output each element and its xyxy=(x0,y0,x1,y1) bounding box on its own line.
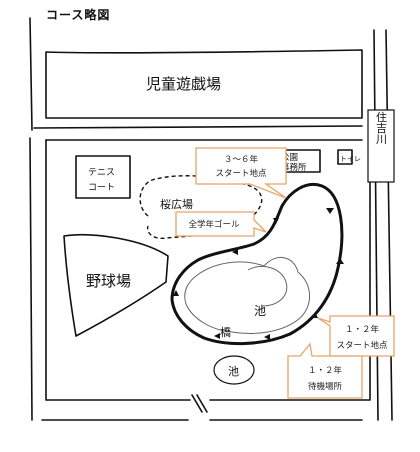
callout-goal: 全学年ゴール xyxy=(175,211,267,237)
callout-start-1-2-line1: １・２年 xyxy=(345,324,380,335)
river-line xyxy=(385,29,393,421)
road-line xyxy=(29,17,33,131)
toilet-building xyxy=(337,149,353,165)
small-pond xyxy=(213,355,255,385)
office-label-2: 事務所 xyxy=(281,162,307,173)
arrow-icon xyxy=(326,208,334,214)
callout-start-3-6: ３～６年 スタート地点 xyxy=(195,147,287,199)
main-pond xyxy=(184,257,310,334)
tennis-label-2: コート xyxy=(88,183,115,193)
playground-block xyxy=(45,49,363,119)
river-label-box xyxy=(367,109,395,183)
arrow-icon xyxy=(336,258,344,264)
arrow-icon xyxy=(264,334,270,340)
arrow-icon xyxy=(273,218,279,224)
tennis-court xyxy=(75,155,131,199)
callout-start-1-2: １・２年 スタート地点 xyxy=(317,315,395,357)
road-line xyxy=(29,137,33,421)
map-title: コース略図 xyxy=(46,8,111,22)
plaza-outline xyxy=(139,175,263,240)
park-boundary xyxy=(209,139,371,401)
callout-waiting-1-2: １・２年 待機場所 xyxy=(287,342,363,399)
toilet-label: トイレ xyxy=(340,155,361,163)
river-label: 住吉川 xyxy=(375,110,388,144)
pond-inner xyxy=(247,266,288,307)
callout-goal-text: 全学年ゴール xyxy=(188,219,240,230)
office-label-1: 公園 xyxy=(281,153,298,163)
course-route xyxy=(170,183,344,346)
tennis-label-1: テニス xyxy=(88,167,115,178)
bridge-label: 橋 xyxy=(220,325,231,339)
callout-waiting-1-2-line2: 待機場所 xyxy=(308,381,343,392)
arrow-icon xyxy=(214,333,220,339)
playground-label: 児童遊戯場 xyxy=(146,75,221,93)
small-pond-label: 池 xyxy=(228,365,239,378)
arrow-icon xyxy=(232,249,238,255)
callout-start-3-6-line1: ３～６年 xyxy=(224,154,259,165)
pond-label: 池 xyxy=(254,304,266,318)
plaza-label: 桜広場 xyxy=(160,197,193,211)
road-line xyxy=(33,125,363,129)
park-boundary xyxy=(45,139,191,401)
direction-arrows xyxy=(173,208,344,340)
river-line xyxy=(373,29,379,421)
callout-start-3-6-line2: スタート地点 xyxy=(215,168,267,179)
callout-waiting-1-2-line1: １・２年 xyxy=(308,365,343,376)
baseball-label: 野球場 xyxy=(86,272,131,290)
baseball-field xyxy=(63,234,169,337)
callout-start-1-2-line2: スタート地点 xyxy=(336,340,388,351)
arrow-icon xyxy=(173,290,179,296)
arrow-icon xyxy=(312,312,318,318)
bridge-mark xyxy=(196,394,208,413)
bridge-mark xyxy=(191,394,203,413)
